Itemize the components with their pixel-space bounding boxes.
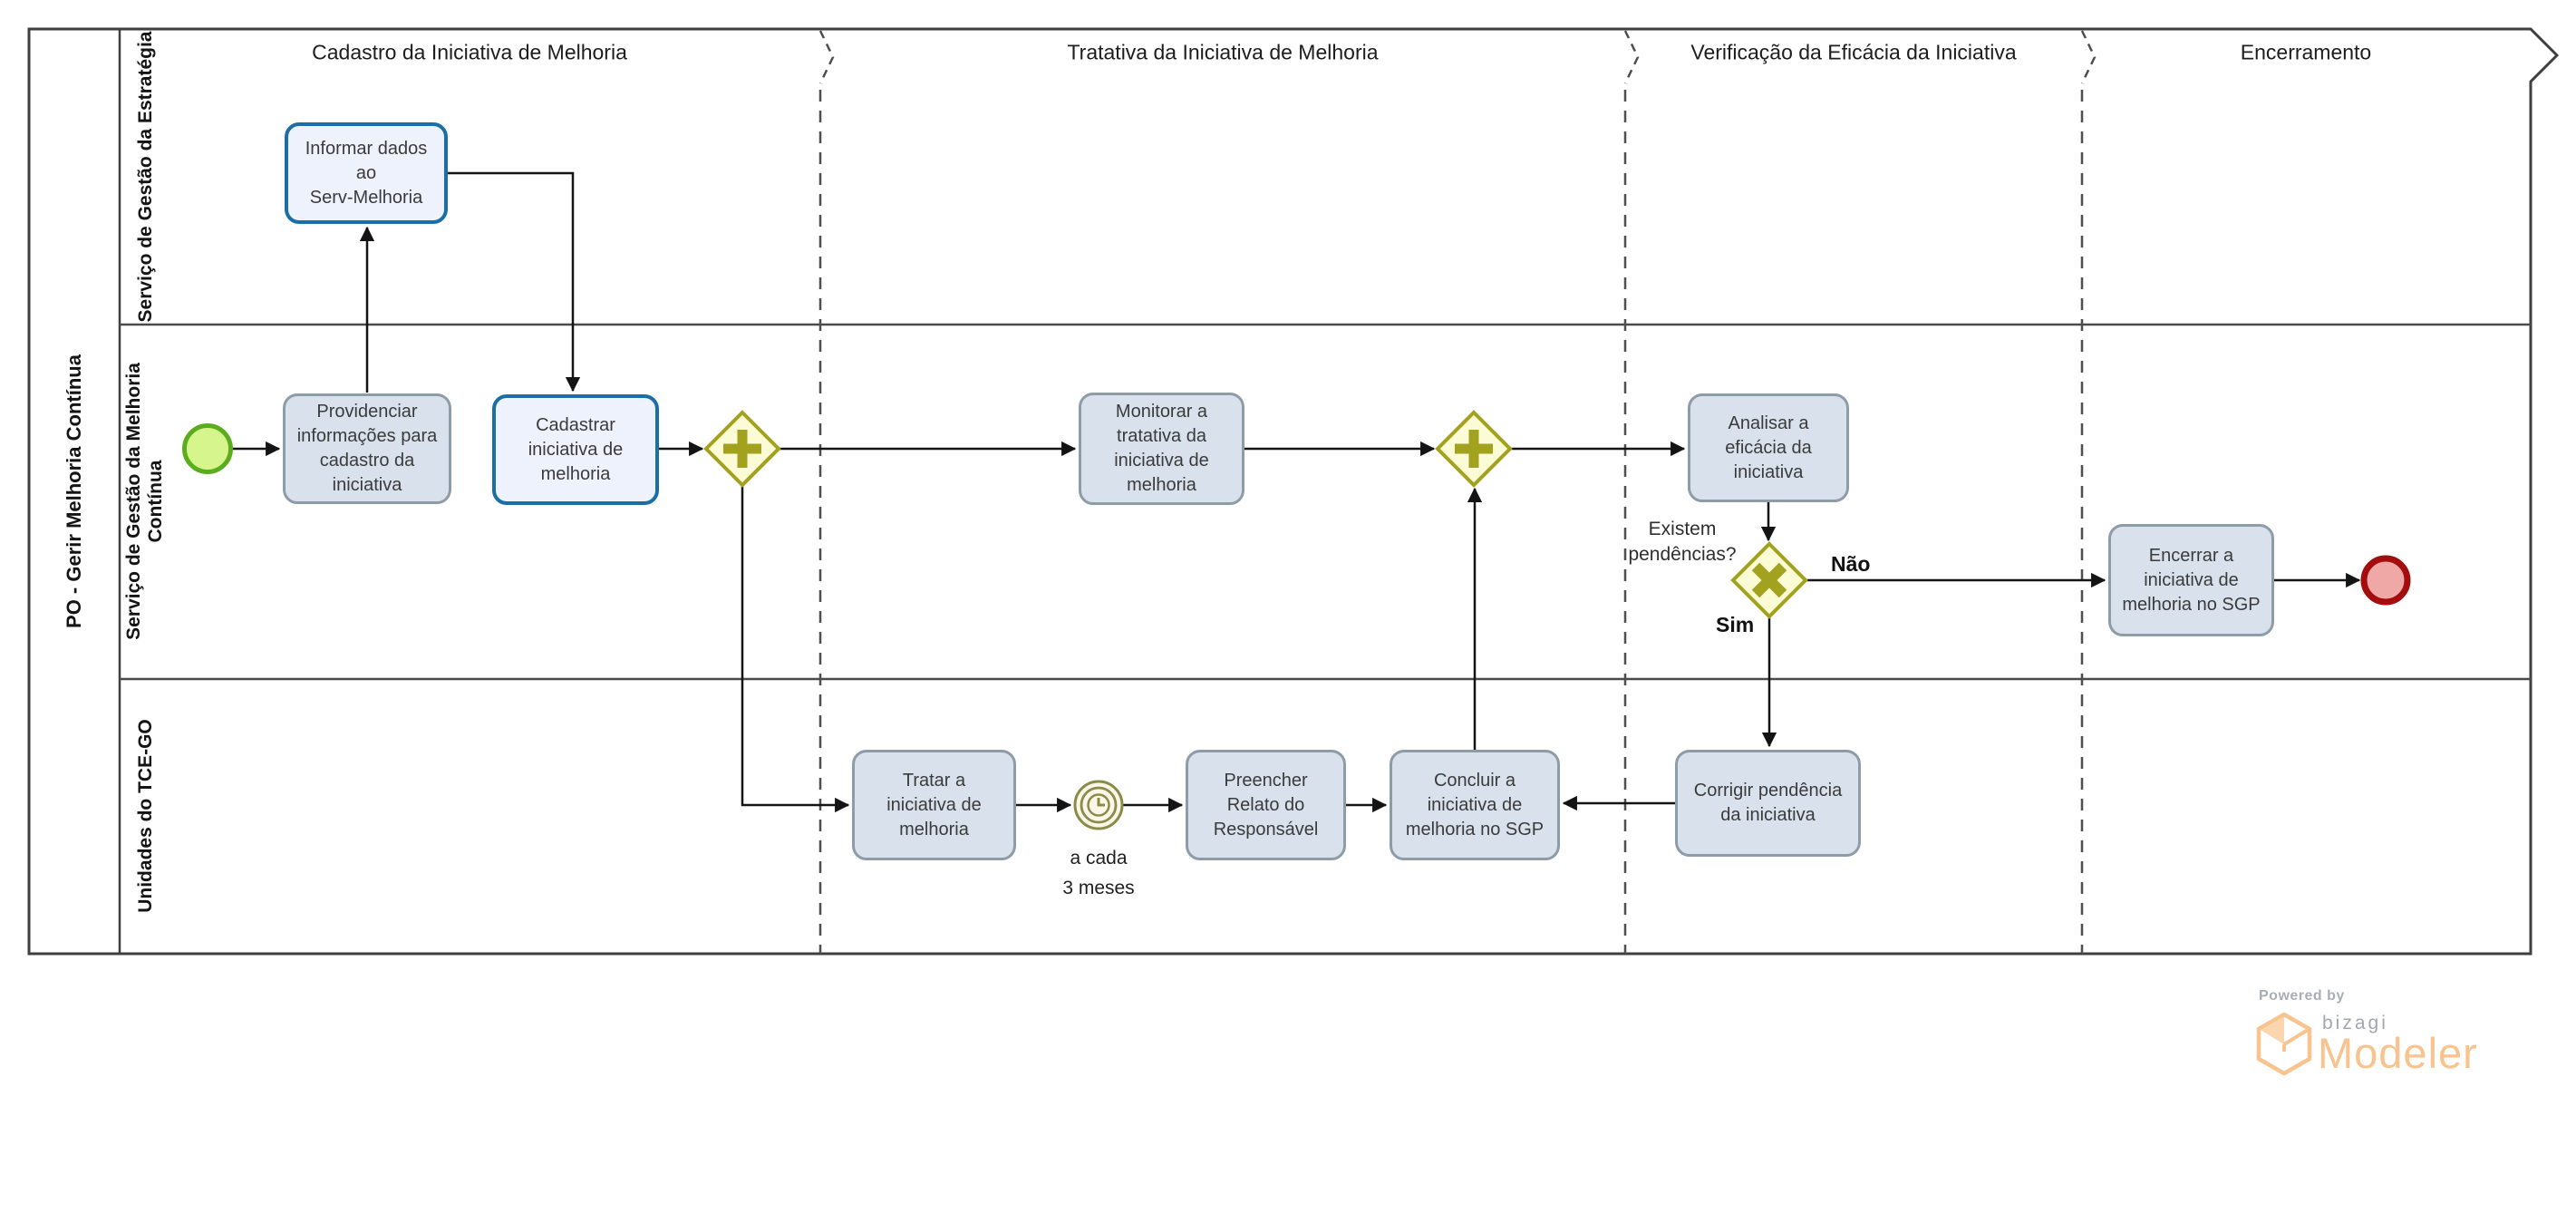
start-event-icon: [182, 423, 233, 474]
phase-header-cadastro: Cadastro da Iniciativa de Melhoria: [312, 40, 627, 64]
task-analisar-eficacia: Analisar a eficácia da iniciativa: [1688, 393, 1849, 502]
end-event-icon: [2360, 555, 2411, 606]
flow-gateway1-to-tratar: [741, 485, 850, 813]
task-providenciar-informacoes: Providenciar informações para cadastro d…: [283, 393, 451, 504]
task-preencher-relato: Preencher Relato do Responsável: [1186, 750, 1346, 860]
timer-event-icon: [1073, 780, 1124, 830]
task-corrigir-pendencia: Corrigir pendência da iniciativa: [1675, 750, 1861, 857]
timer-event-label: a cada 3 meses: [1062, 848, 1135, 898]
lane-label-unidades-tce-go: Unidades do TCE-GO: [135, 719, 156, 913]
lane-label-melhoria-continua: Serviço de Gestão da Melhoria Contínua: [123, 363, 166, 640]
powered-by-label: Powered by: [2259, 988, 2345, 1004]
flow-label-nao: Não: [1831, 552, 1871, 576]
task-cadastrar-iniciativa: Cadastrar iniciativa de melhoria: [492, 394, 659, 505]
parallel-gateway-icon: [703, 410, 781, 488]
phase-separator-1: [818, 30, 835, 954]
bizagi-brand-label: bizagi: [2322, 1013, 2388, 1033]
bizagi-hexagon-icon: [2256, 1012, 2312, 1076]
parallel-gateway-icon: [1435, 410, 1513, 488]
task-monitorar-tratativa: Monitorar a tratativa da iniciativa de m…: [1079, 393, 1244, 505]
phase-separator-2: [1623, 30, 1640, 954]
gateway-question-label: Existem pendências?: [1628, 519, 1737, 565]
phase-header-tratativa: Tratativa da Iniciativa de Melhoria: [1067, 40, 1379, 64]
phase-header-encerramento: Encerramento: [2240, 40, 2372, 64]
lane-label-estrategia: Serviço de Gestão da Estratégia: [135, 31, 156, 323]
task-tratar-iniciativa: Tratar a iniciativa de melhoria: [852, 750, 1016, 860]
exclusive-gateway-icon: [1730, 541, 1808, 619]
phase-header-verificacao: Verificação da Eficácia da Iniciativa: [1690, 40, 2017, 64]
task-concluir-iniciativa: Concluir a iniciativa de melhoria no SGP: [1390, 750, 1560, 860]
flow-label-sim: Sim: [1716, 613, 1755, 636]
modeler-product-label: Modeler: [2318, 1029, 2478, 1077]
task-informar-dados: Informar dados ao Serv-Melhoria: [285, 122, 448, 224]
task-encerrar-iniciativa: Encerrar a iniciativa de melhoria no SGP: [2108, 524, 2274, 636]
phase-separator-3: [2080, 30, 2097, 954]
flow-informar-to-cadastrar: [448, 171, 581, 393]
pool-border: [27, 27, 2560, 956]
pool-label: PO - Gerir Melhoria Contínua: [63, 354, 85, 628]
